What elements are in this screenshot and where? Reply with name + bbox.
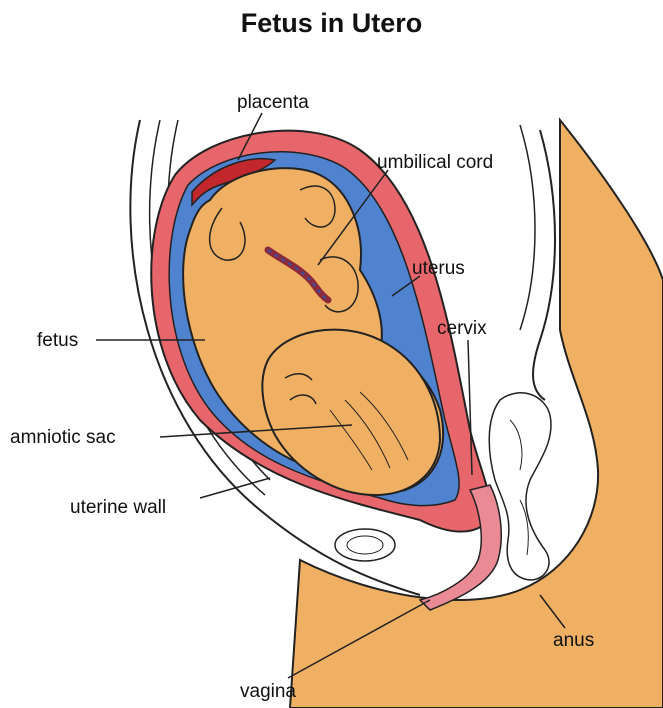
label-amniotic-sac: amniotic sac (10, 427, 116, 449)
label-anus: anus (553, 630, 594, 652)
label-uterus: uterus (412, 258, 465, 280)
label-placenta: placenta (237, 92, 309, 114)
label-fetus: fetus (37, 330, 78, 352)
label-umbilical-cord: umbilical cord (377, 152, 493, 174)
label-uterine-wall: uterine wall (70, 497, 166, 519)
label-vagina: vagina (240, 681, 296, 703)
bladder-shape (335, 529, 395, 561)
label-cervix: cervix (437, 318, 487, 340)
